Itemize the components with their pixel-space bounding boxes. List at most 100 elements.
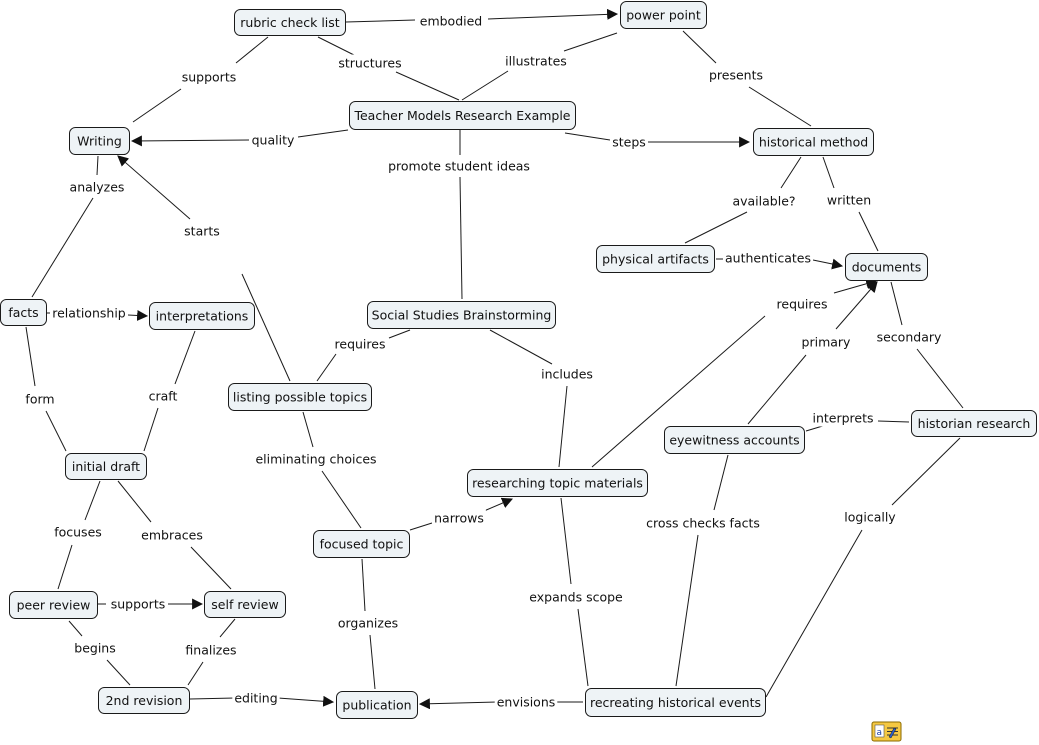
link-label-bg — [842, 508, 899, 526]
link-label-text: promote student ideas — [388, 159, 530, 174]
concept-box — [596, 245, 715, 273]
concept-documents[interactable]: documents — [845, 253, 928, 281]
link-label-eliminating[interactable]: eliminating choices — [253, 450, 379, 468]
link-label-text: primary — [802, 335, 852, 350]
link-label-bg — [232, 689, 280, 707]
edge-form-to — [45, 410, 67, 452]
link-label-craft[interactable]: craft — [146, 387, 180, 405]
link-label-envisions[interactable]: envisions — [494, 693, 558, 711]
link-label-analyzes[interactable]: analyzes — [67, 178, 127, 196]
concept-box — [313, 530, 410, 558]
concept-revision2[interactable]: 2nd revision — [98, 687, 190, 714]
link-label-bg — [610, 133, 648, 151]
link-label-bg — [527, 588, 626, 606]
link-label-promote[interactable]: promote student ideas — [386, 157, 532, 175]
link-label-steps[interactable]: steps — [610, 133, 648, 151]
concept-recreating[interactable]: recreating historical events — [585, 688, 766, 717]
concept-box — [9, 591, 98, 619]
link-label-expands[interactable]: expands scope — [527, 588, 626, 606]
concept-ssb[interactable]: Social Studies Brainstorming — [367, 301, 556, 329]
concept-histmethod[interactable]: historical method — [753, 128, 874, 156]
link-label-interprets[interactable]: interprets — [810, 409, 876, 427]
link-label-bg — [774, 295, 830, 313]
link-label-supports1[interactable]: supports — [179, 68, 239, 86]
link-label-embraces[interactable]: embraces — [139, 526, 205, 544]
concept-box — [349, 101, 576, 130]
concept-teacher[interactable]: Teacher Models Research Example — [349, 101, 576, 130]
edge-organizes-to — [369, 634, 376, 690]
edge-begins-from — [68, 620, 83, 637]
edge-secondary-from — [890, 281, 903, 326]
concept-powerpoint[interactable]: power point — [620, 1, 707, 29]
link-label-logically[interactable]: logically — [842, 508, 899, 526]
concept-label: interpretations — [156, 309, 249, 324]
edge-promote-to — [459, 176, 463, 300]
concept-focused[interactable]: focused topic — [313, 530, 410, 558]
link-label-editing[interactable]: editing — [232, 689, 280, 707]
concept-peer[interactable]: peer review — [9, 591, 98, 619]
concept-rubric[interactable]: rubric check list — [234, 9, 346, 36]
link-label-narrows[interactable]: narrows — [432, 509, 486, 527]
link-label-organizes[interactable]: organizes — [335, 614, 401, 632]
link-label-requires2[interactable]: requires — [774, 295, 830, 313]
link-label-authenticates[interactable]: authenticates — [722, 249, 814, 267]
link-label-embodied[interactable]: embodied — [417, 12, 485, 30]
link-label-quality[interactable]: quality — [249, 131, 297, 149]
concept-facts[interactable]: facts — [0, 299, 47, 326]
link-label-bg — [722, 249, 814, 267]
link-label-relationship[interactable]: relationship — [50, 304, 128, 322]
link-label-bg — [539, 365, 595, 383]
link-label-structures[interactable]: structures — [336, 54, 404, 72]
cmap-resource-icon[interactable]: a — [871, 721, 902, 742]
link-label-text: supports — [111, 597, 166, 612]
link-label-supports2[interactable]: supports — [108, 595, 168, 613]
concept-box — [367, 301, 556, 329]
concept-eyewitness[interactable]: eyewitness accounts — [664, 426, 805, 454]
link-label-starts[interactable]: starts — [182, 222, 222, 240]
link-label-text: analyzes — [70, 180, 125, 195]
link-label-primary[interactable]: primary — [799, 333, 854, 351]
concept-listing[interactable]: listing possible topics — [228, 383, 372, 411]
link-label-bg — [432, 509, 486, 527]
link-label-available[interactable]: available? — [730, 192, 798, 210]
link-label-includes[interactable]: includes — [539, 365, 595, 383]
link-label-text: finalizes — [185, 643, 236, 658]
edge-finalizes-to — [187, 661, 204, 686]
link-label-form[interactable]: form — [23, 390, 57, 408]
edge-craft-to — [143, 407, 159, 452]
link-label-begins[interactable]: begins — [72, 639, 118, 657]
concept-label: historian research — [918, 416, 1031, 431]
edge-structures-to — [395, 71, 460, 101]
edge-quality-from — [297, 129, 349, 138]
link-label-written[interactable]: written — [824, 191, 874, 209]
edge-analyzes-from — [96, 155, 99, 176]
link-label-finalizes[interactable]: finalizes — [183, 641, 239, 659]
link-label-bg — [417, 12, 485, 30]
concept-label: self review — [211, 597, 278, 612]
concept-publication[interactable]: publication — [336, 691, 418, 719]
link-label-text: authenticates — [725, 251, 811, 266]
concept-researching[interactable]: researching topic materials — [467, 469, 648, 497]
edge-analyzes-to — [31, 197, 94, 298]
link-label-presents[interactable]: presents — [706, 66, 766, 84]
edge-starts-to — [117, 155, 191, 220]
concept-artifacts[interactable]: physical artifacts — [596, 245, 715, 273]
edge-written-from — [822, 156, 835, 189]
concept-writing[interactable]: Writing — [69, 127, 130, 155]
edge-presents-to — [748, 86, 812, 127]
link-label-bg — [253, 450, 379, 468]
link-label-crosschecks[interactable]: cross checks facts — [644, 514, 762, 532]
concept-interpretations[interactable]: interpretations — [149, 302, 255, 330]
concept-label: focused topic — [320, 537, 404, 552]
link-label-focuses[interactable]: focuses — [52, 523, 104, 541]
link-label-requires1[interactable]: requires — [332, 335, 388, 353]
concept-self[interactable]: self review — [204, 591, 286, 618]
concept-historian[interactable]: historian research — [911, 410, 1037, 437]
link-label-text: structures — [338, 56, 401, 71]
link-label-text: illustrates — [505, 54, 567, 69]
concept-label: Teacher Models Research Example — [353, 108, 570, 123]
link-label-text: embraces — [141, 528, 203, 543]
link-label-secondary[interactable]: secondary — [874, 328, 944, 346]
concept-initialdraft[interactable]: initial draft — [65, 453, 147, 480]
link-label-illustrates[interactable]: illustrates — [503, 52, 569, 70]
